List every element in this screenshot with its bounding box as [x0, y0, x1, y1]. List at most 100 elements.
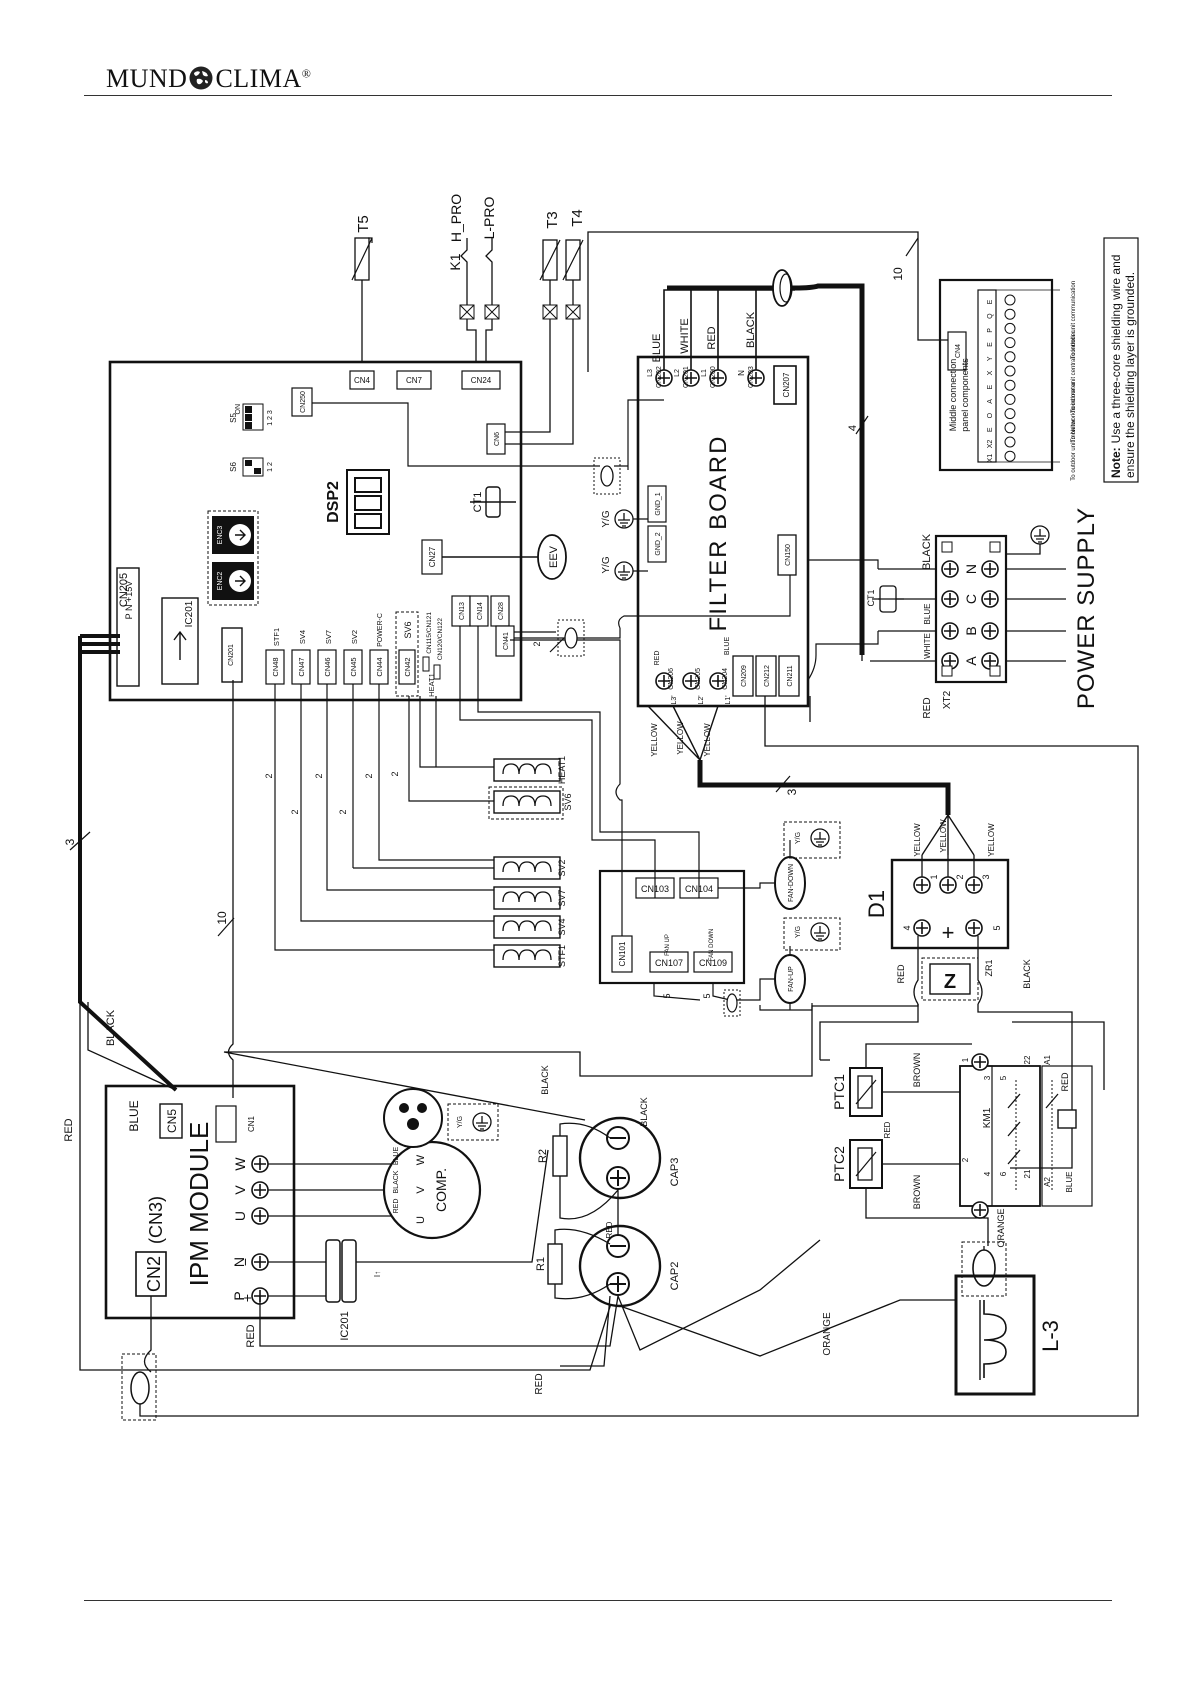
cn120-cn122-label: CN120/CN122 [437, 618, 444, 661]
yellow-label-3: YELLOW [703, 723, 712, 757]
tick-2-f: 2 [390, 771, 400, 776]
ps-red: RED [922, 697, 933, 718]
pin-21: 21 [1023, 1169, 1032, 1178]
r2-label: R2 [537, 1149, 549, 1163]
dip-switch-s5[interactable]: S5 ON 1 2 3 [229, 403, 274, 431]
term-n: N [963, 564, 979, 574]
cn205-label: CN205 [118, 573, 130, 607]
panel-terminal-screw [1004, 337, 1016, 349]
brand-left: MUND [106, 64, 188, 93]
pin-a2: A2 [1043, 1177, 1052, 1187]
l3p-term: L3' [671, 695, 678, 704]
brand-right: CLIMA [215, 64, 302, 93]
d1-yellow-1: YELLOW [913, 823, 922, 857]
h-pro-label: H_PRO [448, 194, 464, 242]
connector-cn4: CN4 [354, 376, 371, 385]
l3-label: L-3 [1038, 1320, 1063, 1352]
filter-top-terminals: L3 L2 L1 N CN202 CN201 CN200 CN203 BLUE … [647, 311, 765, 388]
panel-terminal-label: P [987, 328, 994, 333]
valve-sv7-label: SV7 [557, 889, 567, 906]
ps-black: BLACK [921, 533, 933, 570]
registered-mark: ® [301, 66, 312, 81]
sensors-group: T5 K1 H_PRO L-PRO T3 T4 [351, 194, 586, 445]
ptc2-label: PTC2 [831, 1146, 847, 1182]
comp-red: RED [393, 1199, 400, 1214]
fan-board: CN103 CN104 CN101 CN107 CN109 FAN UP FAN… [459, 626, 841, 1017]
encoder-enc2[interactable]: ENC2 [212, 562, 254, 600]
l2-term: L2 [674, 369, 681, 377]
wire-white-label: WHITE [679, 318, 691, 353]
connector-cn47: CN47 [297, 657, 306, 676]
tick-3-mid: 3 [785, 788, 799, 795]
comp-u: U [415, 1216, 427, 1224]
ct1-label: CT1 [472, 492, 484, 513]
outer-black-label: BLACK [105, 1009, 117, 1046]
ipm-plus: + [239, 1294, 255, 1302]
fan-up-yg: Y/G [795, 926, 802, 938]
tick-2-d: 2 [338, 809, 348, 814]
cap-red-bottom: RED [534, 1373, 545, 1394]
panel-terminal-label: E [987, 385, 994, 390]
l2p-term: L2' [698, 695, 705, 704]
l3-term: L3 [647, 369, 654, 377]
outer-red-label: RED [63, 1118, 75, 1141]
cn205-filter-label: CN205 [695, 668, 702, 690]
s5-label: S5 [229, 413, 238, 423]
t5-label: T5 [355, 215, 372, 233]
panel-terminal-label: X1 [987, 454, 994, 463]
connector-cn211: CN211 [787, 665, 794, 686]
pin-22: 22 [1023, 1055, 1032, 1064]
ic201-label: IC201 [184, 600, 195, 627]
ipm-v: V [232, 1185, 248, 1195]
filter-bottom-terminals: L3' L2' L1' CN206 CN205 CN204 RED BLUE [654, 637, 732, 705]
bottom-red-label: RED [654, 651, 661, 666]
cn115-cn121-label: CN115/CN121 [426, 612, 433, 654]
note-box: Note:Use a three-core shielding wire and… [1103, 237, 1139, 483]
lower-connector-row: CN48 STF1 CN47 SV4 CN46 SV7 CN45 SV2 CN4… [265, 611, 419, 697]
tick-3-left: 3 [63, 838, 77, 845]
valve-coils: HEAT1 SV6 SV2 SV7 SV4 STF1 [274, 684, 573, 968]
r1-label: R1 [535, 1257, 547, 1271]
panel-terminal-label: Q [987, 313, 994, 319]
xt2-label: XT2 [942, 690, 953, 709]
wire-ticks: 10 4 3 3 10 2 2 2 2 2 2 2 5 5 [63, 237, 919, 999]
connector-cn46: CN46 [323, 657, 332, 676]
cap2-label: CAP2 [669, 1262, 681, 1291]
ground-icon-1 [614, 509, 634, 529]
connector-cn209: CN209 [741, 665, 748, 687]
connector-cn24: CN24 [471, 376, 492, 385]
brand-logo: MUND CLIMA® [106, 64, 311, 94]
ps-blue: BLUE [923, 604, 932, 625]
encoder-enc3[interactable]: ENC3 [212, 516, 254, 554]
connector-cn109: CN109 [699, 958, 727, 968]
tick-5-b: 5 [702, 993, 712, 998]
relay-km1: KM1 1 3 5 22 A1 2 4 6 21 A2 PTC1 PTC2 BR… [831, 1043, 1093, 1266]
relay-red: RED [883, 1121, 892, 1138]
dip-switch-s6[interactable]: S6 1 2 [229, 457, 274, 477]
label-power-c: POWER-C [377, 613, 384, 647]
connector-cn7: CN7 [406, 376, 423, 385]
pin-6: 6 [999, 1171, 1008, 1176]
power-supply-title: POWER SUPPLY [1073, 507, 1100, 709]
d1-out5: 5 [992, 925, 1002, 930]
cap3-black: BLACK [639, 1097, 649, 1127]
header-rule [84, 95, 1112, 96]
cap-black-top: BLACK [540, 1065, 550, 1095]
pin-2: 2 [961, 1157, 970, 1162]
gnd1-label: GND_1 [655, 492, 662, 515]
connector-cn250: CN250 [300, 391, 307, 413]
term-a: A [963, 656, 979, 666]
panel-terminal-label: X2 [987, 440, 994, 449]
cn203-label: CN203 [748, 366, 755, 388]
l-pro-label: L-PRO [481, 197, 497, 240]
panel-cn4: CN4 [955, 344, 962, 358]
panel-terminal-screw [1004, 379, 1016, 391]
connector-cn45: CN45 [349, 657, 358, 676]
connector-cn150: CN150 [785, 544, 792, 566]
tick-2-cn41: 2 [532, 641, 542, 646]
connector-cn6: CN6 [494, 432, 501, 446]
connector-cn41: CN41 [503, 632, 510, 650]
ipm-cn1: CN1 [247, 1115, 256, 1132]
